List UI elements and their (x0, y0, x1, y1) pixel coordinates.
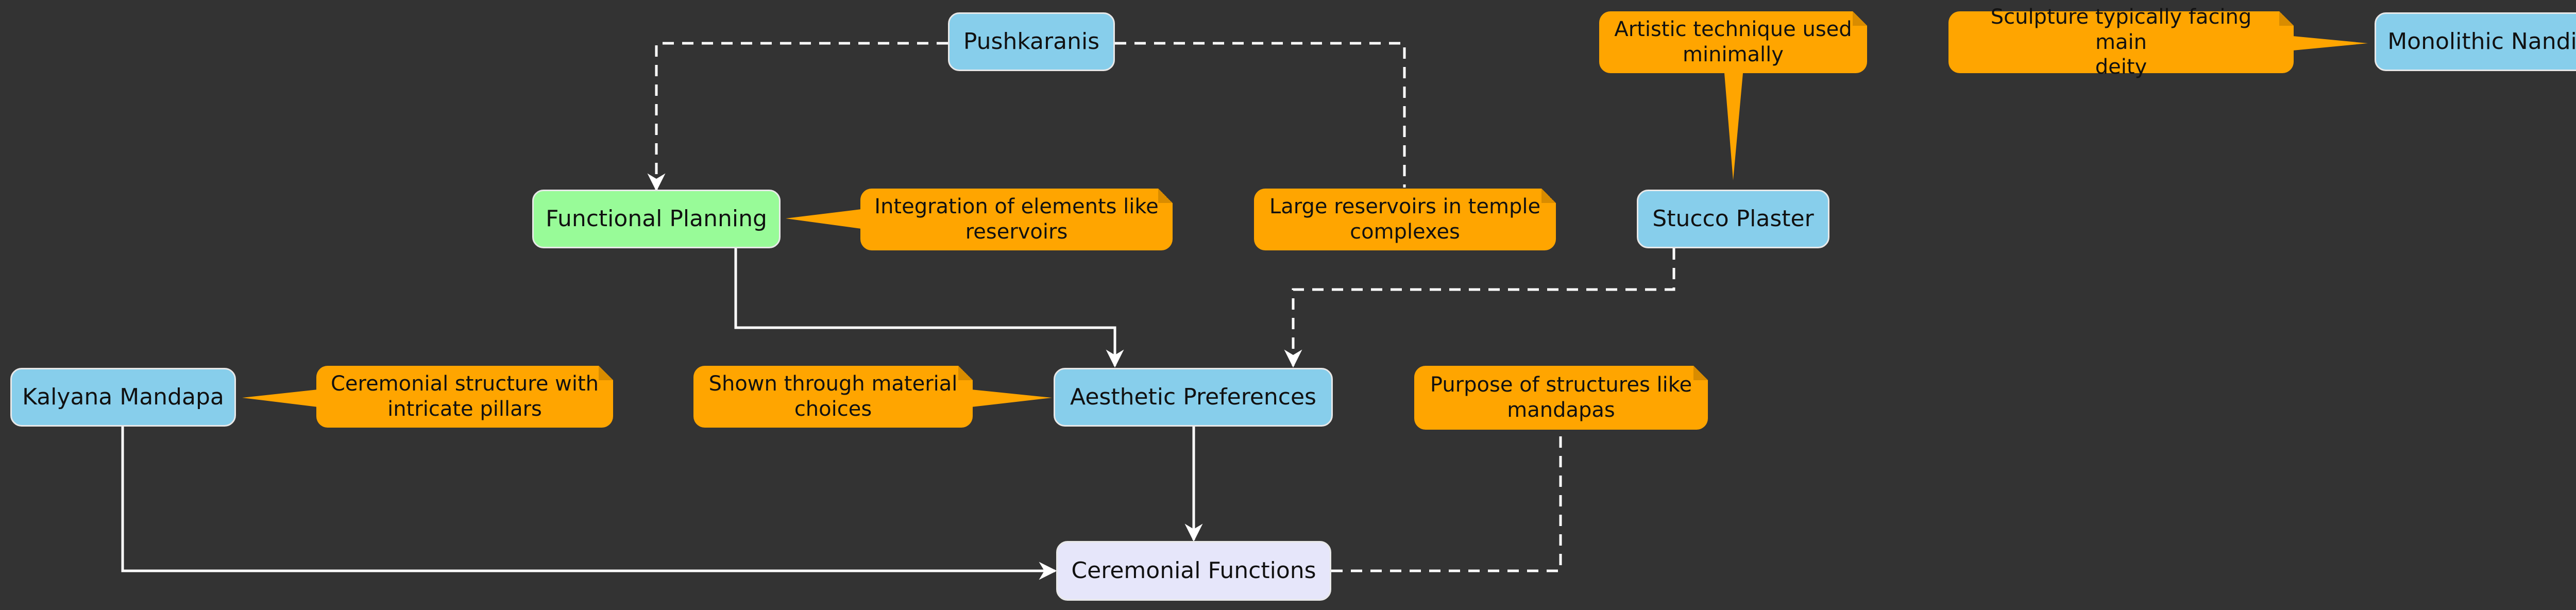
note-purpose-structures: Purpose of structures like mandapas (1414, 366, 1708, 430)
node-monolithic-nandi[interactable]: Monolithic Nandi (2375, 12, 2576, 71)
edge-pushkaranis-to-reservoirs-note (1115, 42, 1406, 188)
note-artistic-technique: Artistic technique used minimally (1599, 11, 1867, 73)
pointer-nandi-note (2293, 36, 2368, 50)
note-integration: Integration of elements like reservoirs (860, 189, 1173, 250)
node-aesthetic-preferences[interactable]: Aesthetic Preferences (1054, 368, 1333, 427)
edge-ceremonial-functions-to-purpose-note (1331, 430, 1562, 572)
node-kalyana-mandapa[interactable]: Kalyana Mandapa (10, 368, 236, 427)
edge-functional-planning-to-aesthetic-preferences (734, 248, 1124, 368)
edge-pushkaranis-to-functional-planning (647, 42, 948, 192)
edge-stucco-plaster-to-aesthetic-preferences (1284, 248, 1675, 368)
pointer-integration-note (786, 209, 861, 229)
pointer-kalyana-note (242, 389, 318, 407)
node-ceremonial-functions[interactable]: Ceremonial Functions (1056, 541, 1331, 601)
note-large-reservoirs: Large reservoirs in temple complexes (1254, 189, 1556, 250)
note-ceremonial-structure: Ceremonial structure with intricate pill… (316, 366, 613, 428)
pointer-stucco-note (1724, 73, 1743, 180)
note-material-choices: Shown through material choices (693, 366, 973, 428)
note-sculpture-facing: Sculpture typically facing main deity (1948, 5, 2294, 79)
edge-kalyana-mandapa-to-ceremonial-functions (121, 427, 1057, 580)
node-pushkaranis[interactable]: Pushkaranis (948, 12, 1115, 71)
node-stucco-plaster[interactable]: Stucco Plaster (1637, 190, 1829, 248)
node-functional-planning[interactable]: Functional Planning (532, 190, 781, 248)
pointer-material-note (971, 389, 1052, 407)
